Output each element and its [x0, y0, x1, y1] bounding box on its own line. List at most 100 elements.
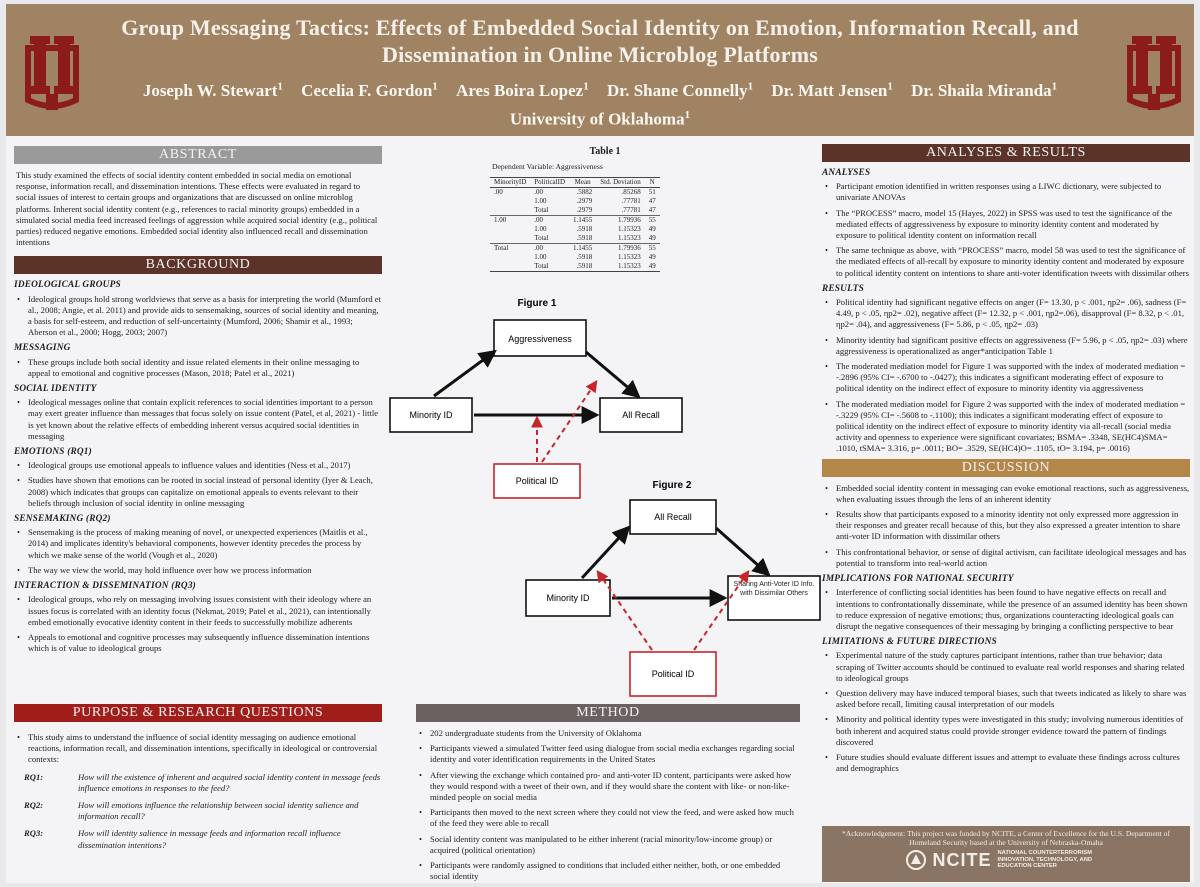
table-cell: .5882 [576, 188, 593, 196]
arrow [715, 526, 771, 577]
table-cell: Total [534, 234, 549, 242]
list-item: Embedded social identity content in mess… [822, 483, 1190, 505]
list-item: The moderated mediation model for Figure… [822, 361, 1190, 395]
ncite-emblem-icon [905, 850, 926, 870]
research-question: RQ1:How will the existence of inherent a… [24, 771, 381, 793]
table-cell: 1.00 [534, 253, 547, 261]
table-cell: 49 [648, 253, 656, 261]
list-item: The same technique as above, with “PROCE… [822, 245, 1190, 279]
list-item: The way we view the world, may hold infl… [14, 565, 382, 576]
table-cell: .2979 [576, 206, 593, 214]
acknowledgement-text: *Acknowledgement: This project was funde… [842, 829, 1170, 847]
poster-header: Group Messaging Tactics: Effects of Embe… [6, 4, 1194, 136]
list-item: Minority identity had significant positi… [822, 335, 1190, 357]
column-header: PoliticalID [530, 177, 569, 188]
list-item: Ideological groups, who rely on messagin… [14, 594, 382, 628]
right-column: ANALYSES & RESULTS ANALYSES Participant … [822, 144, 1190, 778]
table-cell: 1.1455 [569, 215, 597, 225]
ncite-wordmark: NCITE [932, 849, 992, 870]
table-cell: 1.15323 [617, 225, 641, 233]
table-cell: Total [530, 262, 569, 272]
table-cell: .00 [534, 188, 544, 196]
table-cell: 1.00 [490, 215, 531, 225]
list-item: Studies have shown that emotions can be … [14, 475, 382, 509]
purpose-intro: This study aims to understand the influe… [14, 732, 382, 766]
background-section: MESSAGING These groups include both soci… [14, 343, 382, 379]
author: Ares Boira Lopez1 [456, 80, 589, 100]
table-cell: 1.79936 [596, 243, 645, 253]
ncite-logo: NCITE NATIONAL COUNTERTERRORISM INNOVATI… [830, 849, 1182, 871]
table-cell: .77781 [621, 206, 641, 214]
affiliation: University of Oklahoma1 [509, 108, 691, 129]
table-cell: .5918 [576, 253, 593, 261]
table-dependent-variable: Dependent Variable: Aggressiveness [492, 162, 603, 171]
table-cell: 47 [648, 206, 656, 214]
table-cell [490, 253, 530, 262]
author-list: Joseph W. Stewart1 Cecelia F. Gordon1 Ar… [106, 74, 1094, 131]
dashed-arrow [596, 570, 653, 651]
node-sharing: Sharing Anti-Voter ID Info. with Dissimi… [727, 575, 821, 621]
dashed-arrow [541, 380, 598, 463]
abstract-heading: ABSTRACT [14, 146, 382, 164]
list-item: Political identity had significant negat… [822, 297, 1190, 331]
poster: Group Messaging Tactics: Effects of Embe… [6, 4, 1194, 883]
method-heading: METHOD [416, 704, 800, 722]
background-section: SENSEMAKING (RQ2) Sensemaking is the pro… [14, 514, 382, 576]
table-cell [490, 225, 530, 234]
subheading: ANALYSES [822, 168, 871, 178]
background-section: EMOTIONS (RQ1) Ideological groups use em… [14, 447, 382, 509]
subheading: RESULTS [822, 283, 865, 294]
node-aggressiveness: Aggressiveness [493, 319, 587, 357]
column-header: Mean [569, 177, 597, 188]
subheading: IMPLICATIONS FOR NATIONAL SECURITY [822, 574, 1014, 585]
background-section: INTERACTION & DISSEMINATION (RQ3) Ideolo… [14, 581, 382, 654]
figure-2: Figure 2 All Recall Minority ID Sharing … [525, 480, 821, 697]
subheading: INTERACTION & DISSEMINATION (RQ3) [14, 581, 196, 592]
background-section: SOCIAL IDENTITY Ideological messages onl… [14, 384, 382, 442]
background-heading: BACKGROUND [14, 256, 382, 275]
column-header: MinorityID [490, 177, 531, 188]
node-political-id: Political ID [629, 651, 717, 697]
svg-text:All Recall: All Recall [654, 512, 692, 522]
analyses-heading: ANALYSES & RESULTS [822, 144, 1190, 162]
list-item: Ideological groups hold strong worldview… [14, 294, 382, 339]
svg-text:Aggressiveness: Aggressiveness [508, 334, 572, 344]
table-cell: .5918 [569, 262, 597, 272]
node-minority-id: Minority ID [389, 397, 473, 433]
svg-text:All Recall: All Recall [622, 410, 660, 420]
table-cell: .00 [494, 188, 503, 196]
table-cell: 1.1455 [569, 243, 597, 253]
list-item: Participants were randomly assigned to c… [416, 860, 800, 882]
node-political-id: Political ID [493, 463, 581, 499]
table-cell: .77781 [621, 197, 641, 205]
left-column: ABSTRACT This study examined the effects… [14, 146, 382, 658]
arrow [433, 349, 497, 398]
research-question: RQ2:How will emotions influence the rela… [24, 800, 359, 822]
poster-title: Group Messaging Tactics: Effects of Embe… [121, 15, 1079, 67]
subheading: SENSEMAKING (RQ2) [14, 514, 111, 525]
list-item: After viewing the exchange which contain… [416, 770, 800, 804]
table-cell: 55 [644, 243, 660, 253]
table-cell [490, 206, 530, 216]
list-item: Question delivery may have induced tempo… [822, 688, 1190, 710]
list-item: Interference of conflicting social ident… [822, 587, 1190, 632]
table-cell [490, 197, 530, 206]
table-cell: 49 [644, 262, 660, 272]
column-header: N [644, 177, 660, 188]
figure-1: Figure 1 Aggressiveness Minority ID All … [389, 298, 683, 499]
background-section: IDEOLOGICAL GROUPS Ideological groups ho… [14, 280, 382, 338]
table-cell [490, 234, 530, 244]
list-item: The moderated mediation model for Figure… [822, 399, 1190, 455]
list-item: Participants viewed a simulated Twitter … [416, 743, 800, 765]
data-table: MinorityID PoliticalID Mean Std. Deviati… [490, 177, 660, 272]
list-item: Social identity content was manipulated … [416, 834, 800, 856]
list-item: Minority and political identity types we… [822, 714, 1190, 748]
author: Dr. Shane Connelly1 [606, 80, 754, 100]
